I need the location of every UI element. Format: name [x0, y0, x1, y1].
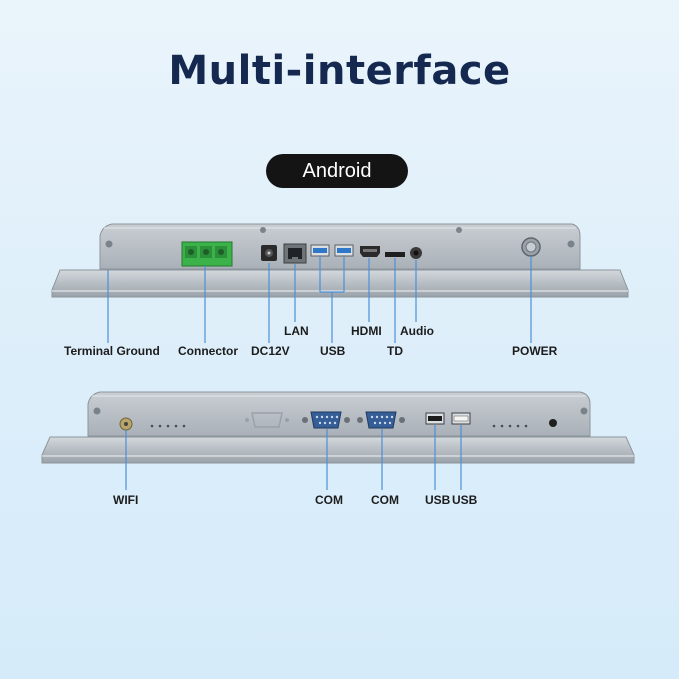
usb-port-icon [451, 412, 471, 425]
label-terminal-ground: Terminal Ground [64, 344, 160, 358]
screw-icon [93, 407, 101, 415]
usb3-port-icon [334, 244, 354, 257]
screw-icon [580, 407, 588, 415]
audio-jack-icon [410, 247, 422, 259]
label-td: TD [387, 344, 403, 358]
label-audio: Audio [400, 324, 434, 338]
label-wifi: WIFI [113, 493, 139, 507]
usb3-port-icon [310, 244, 330, 257]
screw-icon [260, 227, 266, 233]
bottom-panel [41, 391, 635, 490]
card-slot-icon [385, 252, 405, 257]
blank-com-outline-icon [245, 412, 289, 428]
com-port-icon [302, 411, 350, 429]
power-button-icon [521, 237, 541, 257]
indicator-dots-icon [150, 424, 186, 428]
label-power: POWER [512, 344, 558, 358]
screw-icon [567, 240, 575, 248]
indicator-dots-icon [492, 424, 528, 428]
terminal-connector-icon [181, 241, 233, 267]
label-hdmi: HDMI [351, 324, 382, 338]
dc-jack-icon [261, 245, 277, 261]
wifi-antenna-icon [119, 417, 133, 431]
screw-icon [105, 240, 113, 248]
label-usb-2: USB [452, 493, 478, 507]
screw-icon [456, 227, 462, 233]
reset-hole-icon [549, 419, 557, 427]
hdmi-port-icon [360, 246, 380, 257]
leader-lines-top [107, 256, 532, 343]
label-connector: Connector [178, 344, 238, 358]
label-com-2: COM [371, 493, 399, 507]
com-port-icon [357, 411, 405, 429]
lan-port-icon [283, 243, 307, 264]
top-panel [51, 223, 629, 343]
os-badge: Android [266, 154, 408, 188]
label-lan: LAN [284, 324, 309, 338]
label-usb: USB [320, 344, 346, 358]
leader-lines-bottom [125, 425, 462, 490]
label-com-1: COM [315, 493, 343, 507]
usb-port-icon [425, 412, 445, 425]
label-usb-1: USB [425, 493, 451, 507]
page-title: Multi-interface [168, 48, 511, 94]
label-dc12v: DC12V [251, 344, 290, 358]
